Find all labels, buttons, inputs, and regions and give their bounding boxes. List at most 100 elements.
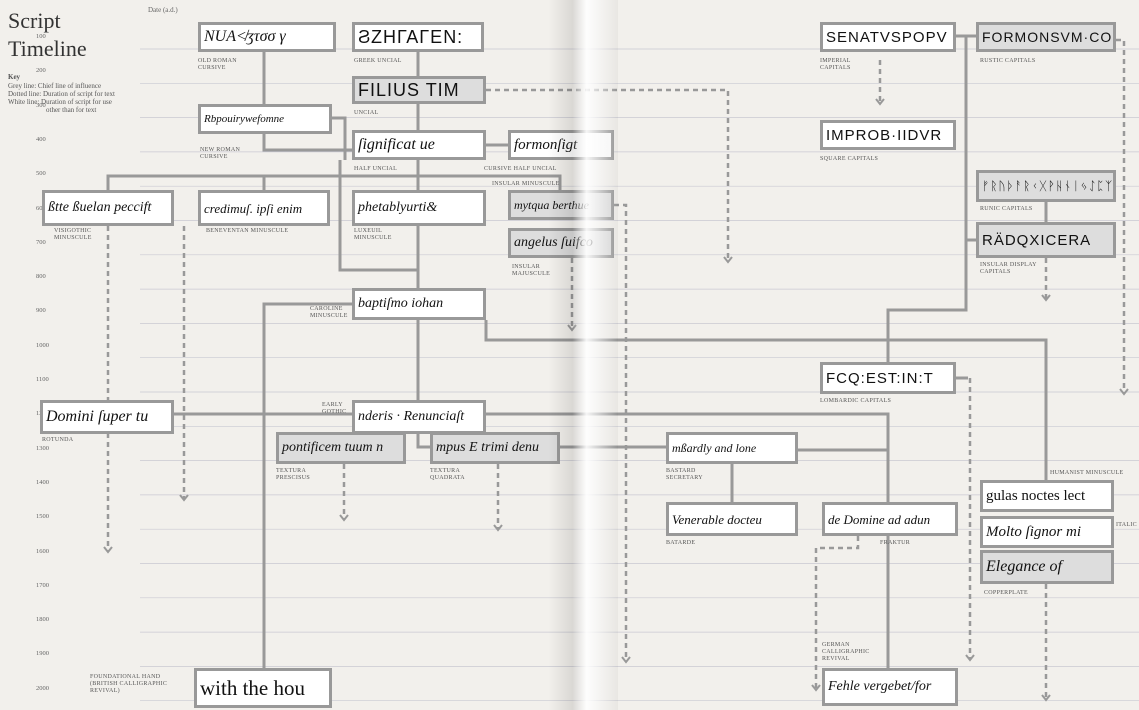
textura-quadrata-label: Textura bbox=[430, 468, 461, 474]
bastard-secretary-sample: mßardly and lone bbox=[666, 432, 798, 464]
luxeuil-minuscule-sample: phetablyurti& bbox=[352, 190, 486, 226]
duration-line bbox=[614, 203, 628, 662]
cursive-half-uncial-label: Cursive Half Uncial bbox=[484, 166, 557, 172]
early-gothic-sample: nderis · Renunciaſt bbox=[352, 400, 486, 434]
year-label: 1400 bbox=[36, 478, 49, 486]
cursive-half-uncial-sample: formonſigt bbox=[508, 130, 614, 160]
italic-label: Italic bbox=[1116, 522, 1137, 528]
influence-line bbox=[332, 116, 347, 160]
german-calligraphic-revival-sample: Fehle vergebet/for bbox=[822, 668, 958, 706]
runic-capitals-sample: ᚠᚱᚢᚦᚨᚱᚲᚷᚹᚺᚾᛁᛃᛇᛈᛉᛊ bbox=[976, 170, 1116, 202]
year-label: 1800 bbox=[36, 616, 49, 624]
year-label: 700 bbox=[36, 238, 46, 246]
arrow-head bbox=[179, 494, 189, 502]
copperplate-sample: Elegance of bbox=[980, 550, 1114, 584]
rotunda-sample: Domini ſuper tu bbox=[40, 400, 174, 434]
influence-line bbox=[886, 34, 968, 362]
page-title-line-2: Timeline bbox=[8, 36, 87, 61]
foundational-hand-label: Revival) bbox=[90, 688, 120, 694]
german-calligraphic-revival-label: German bbox=[822, 642, 850, 648]
bastard-secretary-label: Secretary bbox=[666, 475, 703, 481]
year-label: 800 bbox=[36, 273, 46, 281]
visigothic-minuscule-sample: ßtte ßuelan peccift bbox=[42, 190, 174, 226]
influence-line bbox=[262, 302, 352, 668]
insular-majuscule-label: Majuscule bbox=[512, 271, 551, 277]
arrow-head bbox=[1119, 388, 1129, 396]
imperial-capitals-label: Imperial bbox=[820, 58, 851, 64]
new-roman-cursive-sample: Rbpouirywefomne bbox=[198, 104, 332, 134]
textura-prescisus-sample: pontificem tuum n bbox=[276, 432, 406, 464]
humanist-minuscule-label: Humanist Minuscule bbox=[1050, 470, 1124, 476]
bastard-secretary-label: Bastard bbox=[666, 468, 696, 474]
new-roman-cursive-label: Cursive bbox=[200, 154, 228, 160]
influence-line bbox=[416, 434, 430, 449]
arrow-head bbox=[103, 546, 113, 554]
new-roman-cursive-label: New Roman bbox=[200, 147, 241, 153]
german-calligraphic-revival-label: Revival bbox=[822, 656, 850, 662]
visigothic-minuscule-label: Visigothic bbox=[54, 228, 92, 234]
square-capitals-label: Square Capitals bbox=[820, 156, 879, 162]
fraktur-sample: de Domine ad adun bbox=[822, 502, 958, 536]
key-grey-line: Grey line: Chief line of influence bbox=[8, 82, 102, 90]
duration-line bbox=[814, 536, 860, 690]
year-label: 100 bbox=[36, 33, 46, 40]
year-label: 1600 bbox=[36, 547, 49, 555]
old-roman-cursive-label: Cursive bbox=[198, 65, 226, 71]
batarde-sample: Venerable docteu bbox=[666, 502, 798, 536]
imperial-capitals-label: Capitals bbox=[820, 65, 851, 71]
textura-prescisus-label: Textura bbox=[276, 468, 307, 474]
year-label: 1700 bbox=[36, 581, 49, 589]
page-title-line-1: Script bbox=[8, 8, 61, 33]
visigothic-minuscule-label: Minuscule bbox=[54, 235, 92, 241]
luxeuil-minuscule-label: Luxeuil bbox=[354, 228, 383, 234]
year-label: 1300 bbox=[36, 444, 49, 452]
square-capitals-sample: IMPROB·IIDVR bbox=[820, 120, 956, 150]
arrow-head bbox=[875, 98, 885, 106]
copperplate-label: Copperplate bbox=[984, 590, 1028, 596]
year-label: 1900 bbox=[36, 650, 49, 658]
rustic-capitals-sample: FORMONSVM·CO bbox=[976, 22, 1116, 52]
arrow-head bbox=[811, 684, 821, 692]
beneventan-minuscule-sample: credimuſ. ipſi enim bbox=[198, 190, 330, 226]
early-gothic-label: Early bbox=[322, 402, 343, 408]
key-heading: Key bbox=[8, 73, 21, 81]
arrow-head bbox=[1041, 694, 1051, 702]
batarde-label: Batarde bbox=[666, 540, 696, 546]
year-label: 2000 bbox=[36, 684, 49, 692]
arrow-head bbox=[1041, 294, 1051, 302]
year-label: 400 bbox=[36, 135, 46, 143]
greek-uncial-label: Greek Uncial bbox=[354, 58, 402, 64]
influence-line bbox=[484, 320, 1048, 480]
greek-uncial-sample: ϨΖΗΓΑΓΕΝ: bbox=[352, 22, 484, 52]
lombardic-capitals-label: Lombardic Capitals bbox=[820, 398, 892, 404]
luxeuil-minuscule-label: Minuscule bbox=[354, 235, 392, 241]
arrow-head bbox=[339, 514, 349, 522]
year-label: 900 bbox=[36, 307, 46, 315]
rotunda-label: Rotunda bbox=[42, 437, 74, 443]
german-calligraphic-revival-label: Calligraphic bbox=[822, 649, 870, 655]
insular-display-capitals-sample: RÄDQXICERA bbox=[976, 222, 1116, 258]
key-white-line-cont: other than for text bbox=[46, 106, 97, 114]
beneventan-minuscule-label: Beneventan Minuscule bbox=[206, 228, 289, 234]
half-uncial-label: Half Uncial bbox=[354, 166, 398, 172]
textura-quadrata-sample: mpus E trimi denu bbox=[430, 432, 560, 464]
textura-prescisus-label: Prescisus bbox=[276, 475, 311, 481]
insular-minuscule-label: Insular Minuscule bbox=[492, 181, 560, 187]
runic-capitals-label: Runic Capitals bbox=[980, 206, 1033, 212]
foundational-hand-label: Foundational Hand bbox=[90, 674, 161, 680]
old-roman-cursive-sample: NUA≮ʒτσσ γ bbox=[198, 22, 336, 52]
date-axis-label: Date (a.d.) bbox=[148, 6, 178, 14]
caroline-minuscule-label: Caroline bbox=[310, 306, 343, 312]
insular-majuscule-label: Insular bbox=[512, 264, 541, 270]
italic-sample: Molto ſignor mi bbox=[980, 516, 1114, 548]
early-gothic-label: Gothic bbox=[322, 409, 347, 415]
arrow-head bbox=[621, 656, 631, 664]
old-roman-cursive-label: Old Roman bbox=[198, 58, 237, 64]
year-label: 200 bbox=[36, 67, 46, 75]
uncial-label: Uncial bbox=[354, 110, 379, 116]
rustic-capitals-label: Rustic Capitals bbox=[980, 58, 1036, 64]
insular-display-capitals-label: Insular Display bbox=[980, 262, 1037, 268]
caroline-minuscule-sample: baptiſmo iohan bbox=[352, 288, 486, 320]
